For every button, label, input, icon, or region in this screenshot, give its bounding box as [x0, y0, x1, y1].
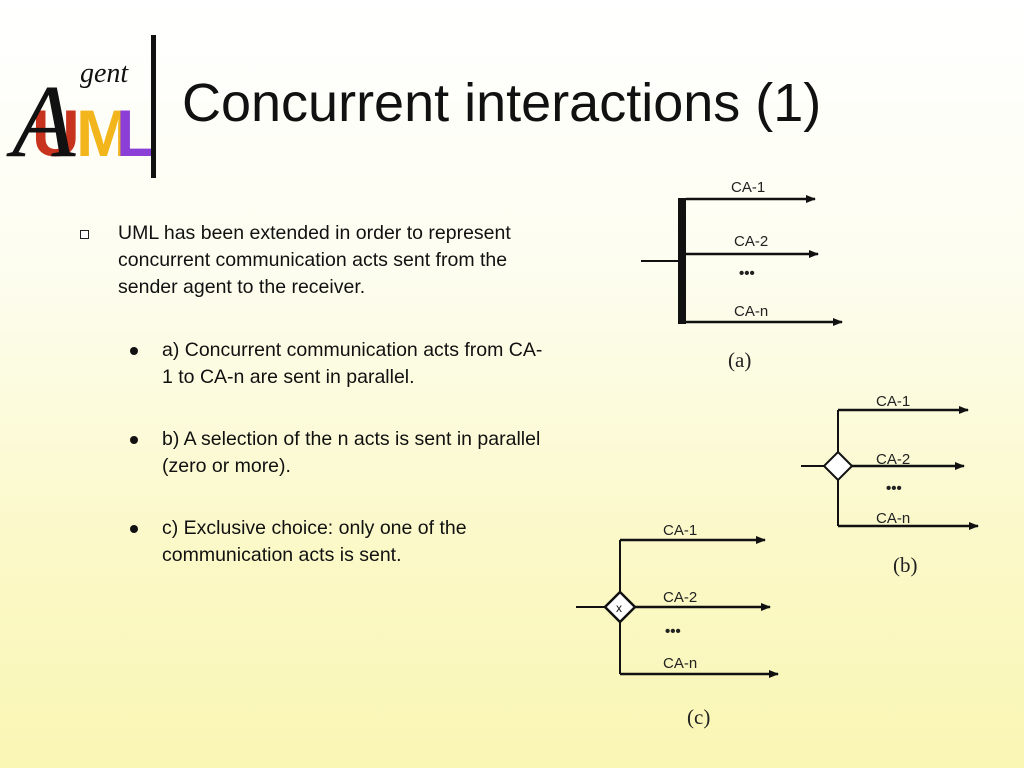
- main-bullet-text: UML has been extended in order to repres…: [118, 222, 511, 298]
- agent-uml-logo: U M L A gent: [6, 58, 156, 168]
- logo-letter-a: A: [6, 64, 76, 168]
- label-ca-1: CA-1: [876, 393, 910, 410]
- sub-bullet-b: b) A selection of the n acts is sent in …: [130, 426, 550, 480]
- ellipsis: •••: [665, 623, 681, 640]
- main-bullet: UML has been extended in order to repres…: [80, 220, 550, 301]
- label-ca-2: CA-2: [663, 589, 697, 606]
- diagram-a: CA-1 CA-2 ••• CA-n (a): [641, 179, 843, 372]
- label-ca-1: CA-1: [663, 522, 697, 539]
- caption-a: (a): [728, 348, 751, 372]
- dot-bullet-icon: [130, 525, 138, 533]
- logo-letter-l: L: [116, 96, 156, 168]
- logo-word-gent: gent: [80, 58, 129, 89]
- label-ca-1: CA-1: [731, 179, 765, 196]
- xor-symbol: x: [616, 601, 622, 615]
- caption-c: (c): [687, 705, 710, 729]
- dot-bullet-icon: [130, 347, 138, 355]
- diagram-b: CA-1 CA-2 ••• CA-n (b): [801, 393, 979, 577]
- caption-b: (b): [893, 553, 918, 577]
- parallel-bar: [678, 198, 686, 324]
- ellipsis: •••: [739, 265, 755, 282]
- label-ca-n: CA-n: [876, 510, 910, 527]
- dot-bullet-icon: [130, 436, 138, 444]
- label-ca-n: CA-n: [734, 303, 768, 320]
- sub-bullet-a: a) Concurrent communication acts from CA…: [130, 337, 550, 391]
- sub-bullet-text: a) Concurrent communication acts from CA…: [162, 339, 543, 388]
- ellipsis: •••: [886, 480, 902, 497]
- label-ca-2: CA-2: [876, 451, 910, 468]
- square-bullet-icon: [80, 230, 89, 239]
- logo-letter-m: M: [76, 96, 131, 168]
- sub-bullet-c: c) Exclusive choice: only one of the com…: [130, 515, 550, 569]
- slide-body: UML has been extended in order to repres…: [80, 220, 550, 604]
- sub-bullet-text: c) Exclusive choice: only one of the com…: [162, 517, 467, 566]
- diagram-c: x CA-1 CA-2 ••• CA-n (c): [576, 522, 779, 729]
- sub-bullet-list: a) Concurrent communication acts from CA…: [130, 337, 550, 569]
- title-divider: [151, 35, 156, 178]
- label-ca-n: CA-n: [663, 655, 697, 672]
- label-ca-2: CA-2: [734, 233, 768, 250]
- logo-letter-u: U: [32, 96, 80, 168]
- or-gate-icon: [822, 450, 854, 482]
- page-title: Concurrent interactions (1): [182, 73, 822, 133]
- sub-bullet-text: b) A selection of the n acts is sent in …: [162, 428, 541, 477]
